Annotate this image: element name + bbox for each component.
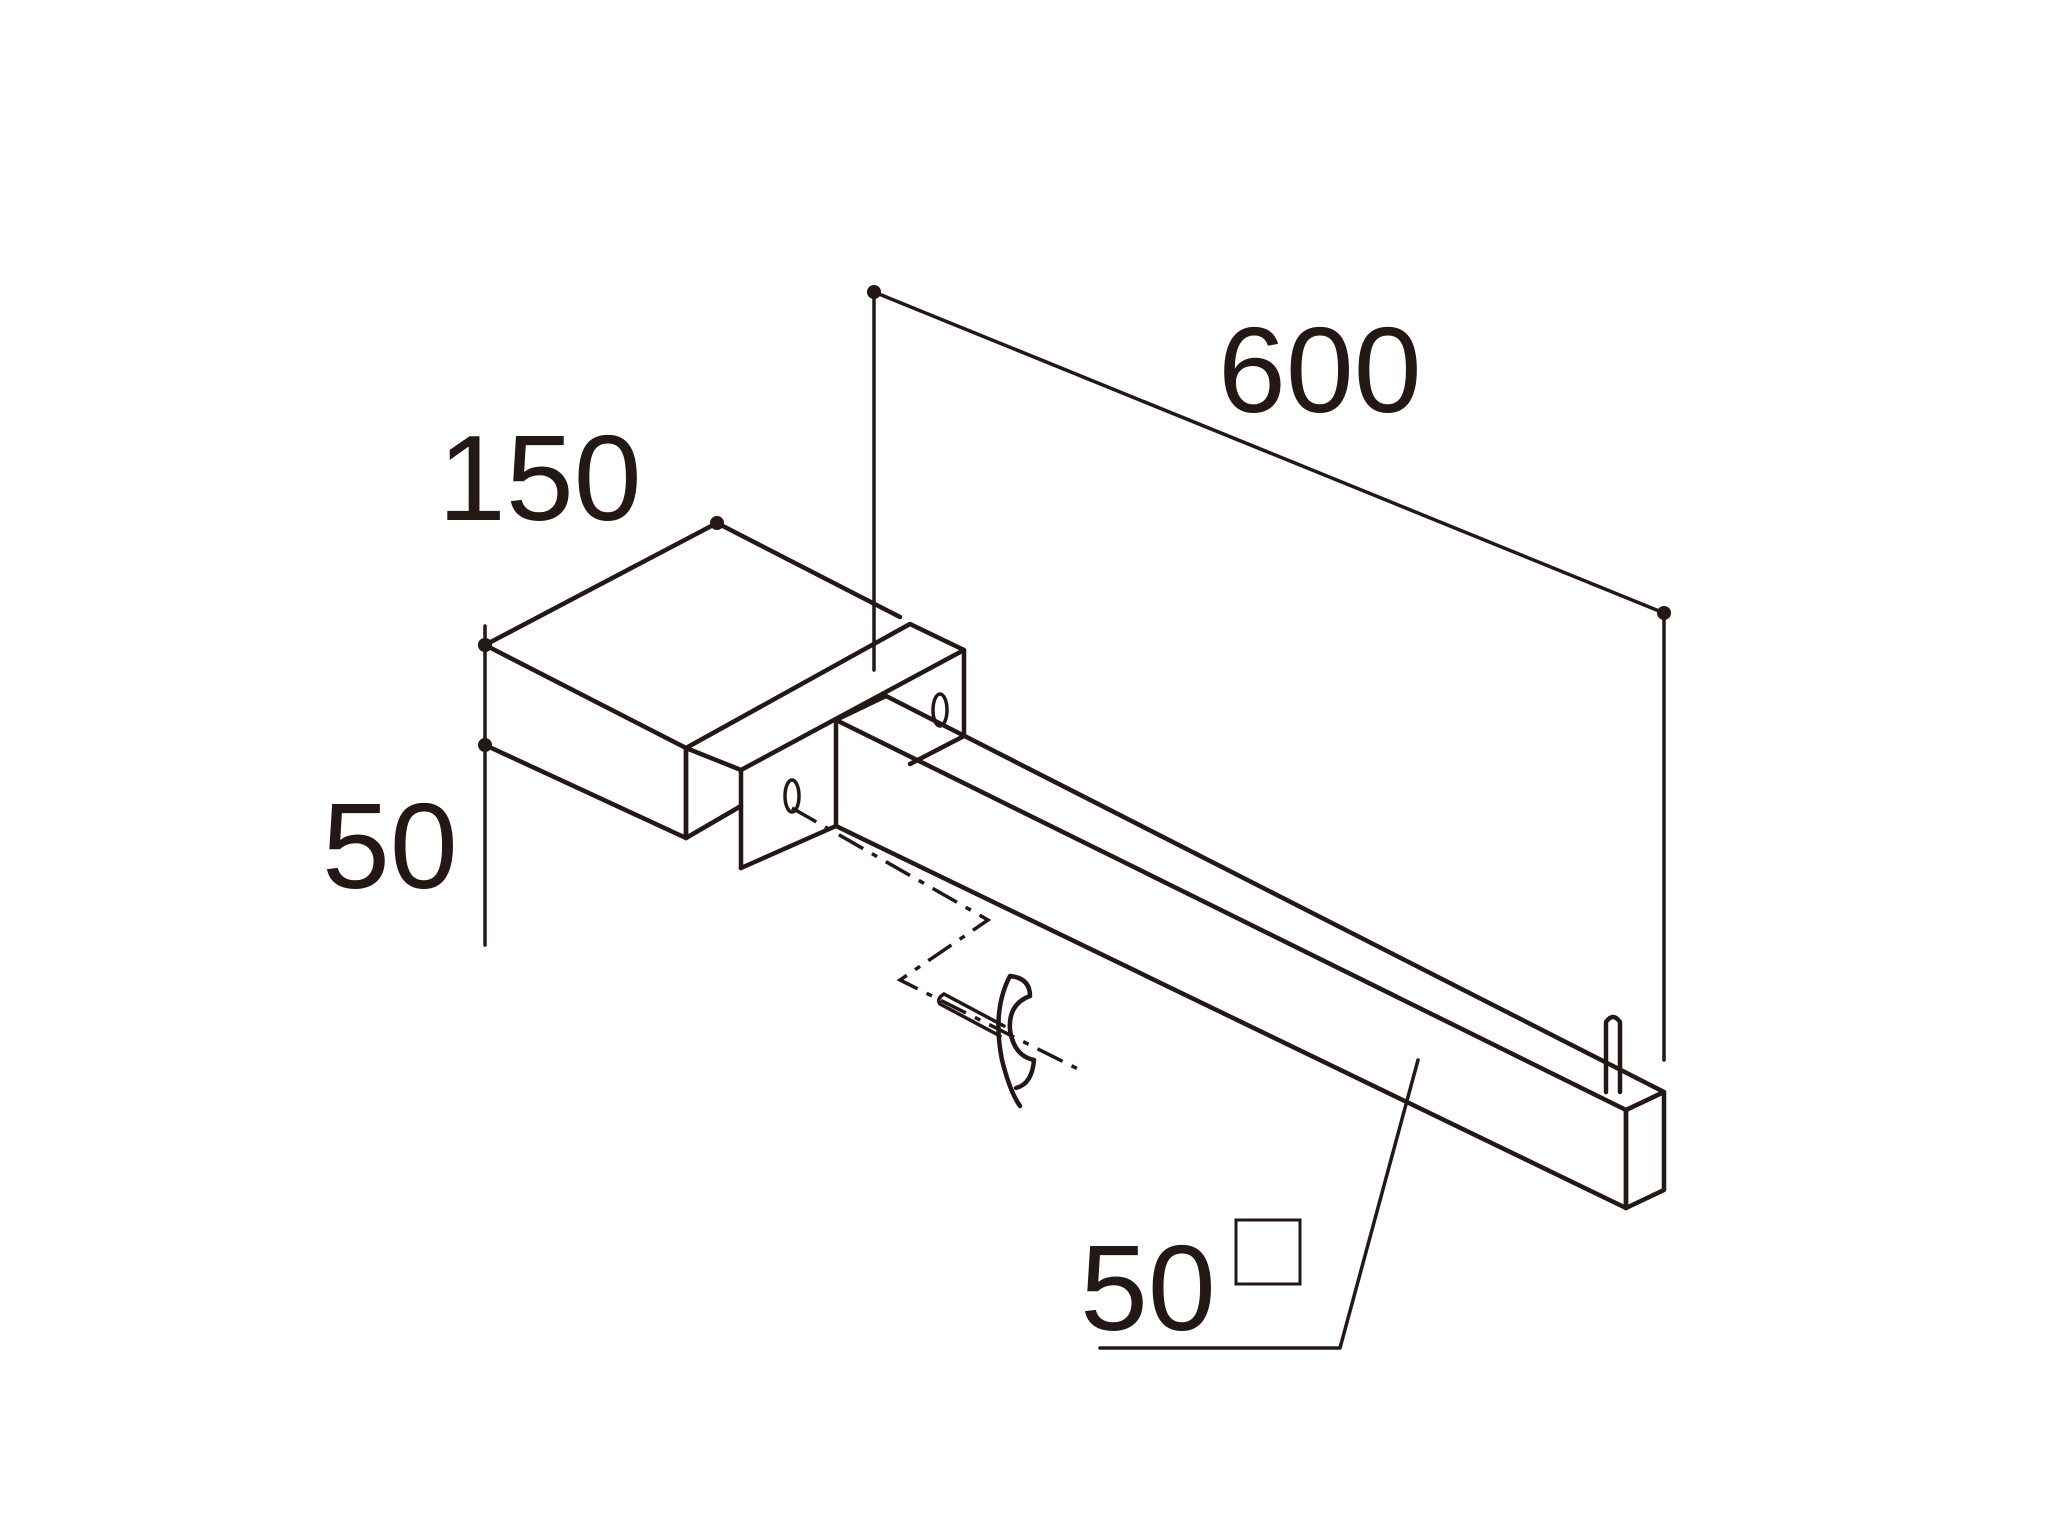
wing-nut-icon: [996, 973, 1037, 1109]
leader-line: [1098, 1058, 1420, 1350]
dimension-label-50: 50: [322, 778, 458, 914]
plate-bottom-edge: [482, 742, 689, 841]
square-tube-arm: [833, 693, 1667, 1211]
dimension-50-height: 50: [322, 624, 492, 947]
dimension-line-600: [872, 290, 1666, 615]
square-section-icon: [1234, 1218, 1302, 1286]
bracket-bottom-edge: [738, 823, 839, 871]
plate-top-front-edge: [482, 642, 689, 751]
plate-top-back-edge: [482, 520, 903, 648]
section-label-50: 50: [1080, 1220, 1216, 1356]
dimension-150: 150: [438, 410, 902, 652]
dimension-label-150: 150: [438, 410, 642, 546]
bolt-icon: [936, 992, 1006, 1038]
plate-end-face: [683, 745, 744, 841]
dimension-point: [867, 285, 881, 299]
bolt-hole-left: [783, 778, 801, 814]
retaining-pin: [1603, 1014, 1623, 1095]
dimension-label-600: 600: [1218, 302, 1422, 438]
inner-bracket: [683, 621, 967, 871]
dimension-point: [1657, 606, 1671, 620]
bolt-center-line: [791, 806, 1081, 1072]
bolt-assembly: [791, 806, 1081, 1109]
section-callout: 50: [1080, 1058, 1420, 1356]
dimension-600: 600: [867, 285, 1671, 1062]
arm-bottom-edge: [833, 823, 1629, 1211]
arm-top-face: [833, 693, 1667, 1113]
bracket-right-edge: [907, 647, 967, 767]
bracket-top-face: [683, 621, 967, 773]
arm-end-face: [1623, 1089, 1667, 1211]
